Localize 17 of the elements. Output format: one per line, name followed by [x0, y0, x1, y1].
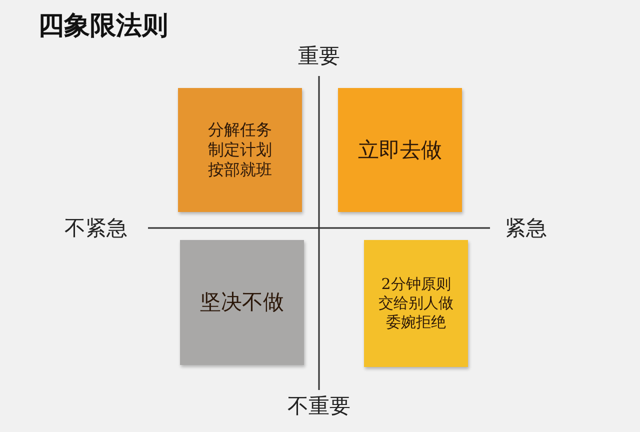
box-text: 交给别人做 [378, 294, 454, 313]
axis-label: 不紧急 [64, 215, 128, 242]
quadrant-box [338, 88, 462, 212]
box-text: 2分钟原则 [381, 275, 451, 294]
quadrant-box [180, 240, 304, 365]
box-text: 分解任务 [208, 120, 272, 140]
box-text: 按部就班 [208, 160, 272, 180]
axis-label: 重要 [298, 43, 340, 70]
box-text: 委婉拒绝 [386, 312, 446, 332]
box-text: 坚决不做 [200, 289, 284, 316]
axis-label: 不重要 [288, 393, 350, 420]
box-text: 立即去做 [358, 136, 442, 164]
title: 四象限法则 [38, 10, 168, 43]
quadrant-box [364, 240, 468, 367]
quadrant-box [178, 88, 302, 212]
box-text: 制定计划 [208, 140, 272, 160]
axis-label: 紧急 [505, 215, 547, 242]
